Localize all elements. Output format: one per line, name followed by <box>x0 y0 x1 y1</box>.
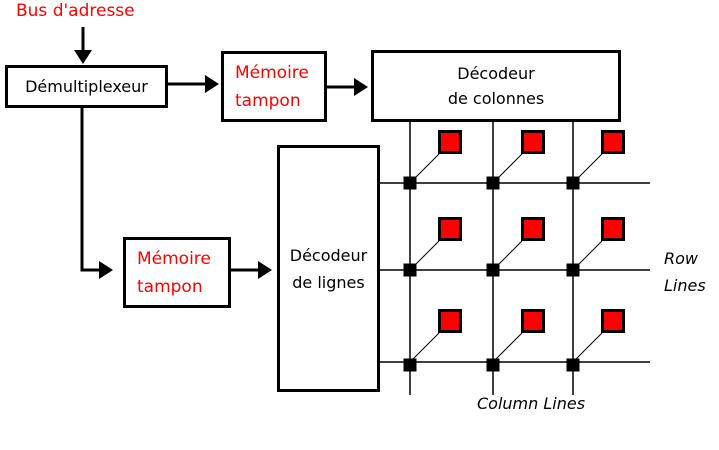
cell-junction <box>403 358 417 372</box>
cell-junction <box>486 176 500 190</box>
buffer-memory-top-label-line2: tampon <box>235 90 301 111</box>
cell-junction <box>566 358 580 372</box>
cell-diagonal <box>412 332 440 360</box>
column-decoder-label-line1: Décodeur <box>457 64 535 83</box>
memory-cell <box>438 309 462 333</box>
memory-cell <box>438 130 462 154</box>
cell-diagonal <box>575 332 603 360</box>
memory-cell <box>601 130 625 154</box>
row-decoder-box: Décodeur de lignes <box>277 145 380 392</box>
cell-diagonal <box>575 153 603 181</box>
row-lines-label-line1: Row <box>664 249 698 268</box>
memory-cell <box>438 217 462 241</box>
cell-junction <box>403 263 417 277</box>
row-lines-label-line2: Lines <box>664 276 706 295</box>
cell-junction <box>403 176 417 190</box>
memory-cell <box>521 130 545 154</box>
memory-cell <box>521 309 545 333</box>
demultiplexer-box: Démultiplexeur <box>5 65 168 108</box>
buffer-memory-bottom-label-line1: Mémoire <box>137 248 211 269</box>
bus-to-demux-arrowhead-icon <box>74 50 92 64</box>
buffer-top-to-coldec-arrowhead-icon <box>354 78 368 96</box>
memory-cell <box>601 309 625 333</box>
buffer-memory-top-label-line1: Mémoire <box>235 62 309 83</box>
bus-address-label: Bus d'adresse <box>16 1 135 21</box>
demux-to-buffer-top-arrowhead-icon <box>205 75 219 93</box>
buffer-memory-bottom-box: Mémoire tampon <box>123 237 231 308</box>
cell-diagonal <box>412 153 440 181</box>
demultiplexer-label: Démultiplexeur <box>25 77 148 96</box>
cell-junction <box>566 176 580 190</box>
cell-diagonal <box>412 240 440 268</box>
memory-cell <box>521 217 545 241</box>
buffer-memory-bottom-label-line2: tampon <box>137 276 203 297</box>
cell-junction <box>486 358 500 372</box>
cell-junction <box>486 263 500 277</box>
row-decoder-label-line2: de lignes <box>292 272 365 292</box>
cell-junction <box>566 263 580 277</box>
demux-to-buffer-bottom-elbow <box>80 107 100 272</box>
cell-diagonal <box>495 240 523 268</box>
demux-to-buffer-bottom-arrowhead-icon <box>99 261 113 279</box>
column-decoder-label-line2: de colonnes <box>447 89 545 108</box>
row-lines-label: Row Lines <box>664 245 706 299</box>
column-decoder-box: Décodeur de colonnes <box>371 50 621 122</box>
cell-diagonal <box>495 332 523 360</box>
buffer-memory-top-box: Mémoire tampon <box>221 51 327 122</box>
cell-diagonal <box>575 240 603 268</box>
column-lines-label: Column Lines <box>477 394 586 413</box>
buffer-bottom-to-rowdec-arrowhead-icon <box>258 261 272 279</box>
row-decoder-label-line1: Décodeur <box>289 245 368 265</box>
memory-cell <box>601 217 625 241</box>
cell-diagonal <box>495 153 523 181</box>
